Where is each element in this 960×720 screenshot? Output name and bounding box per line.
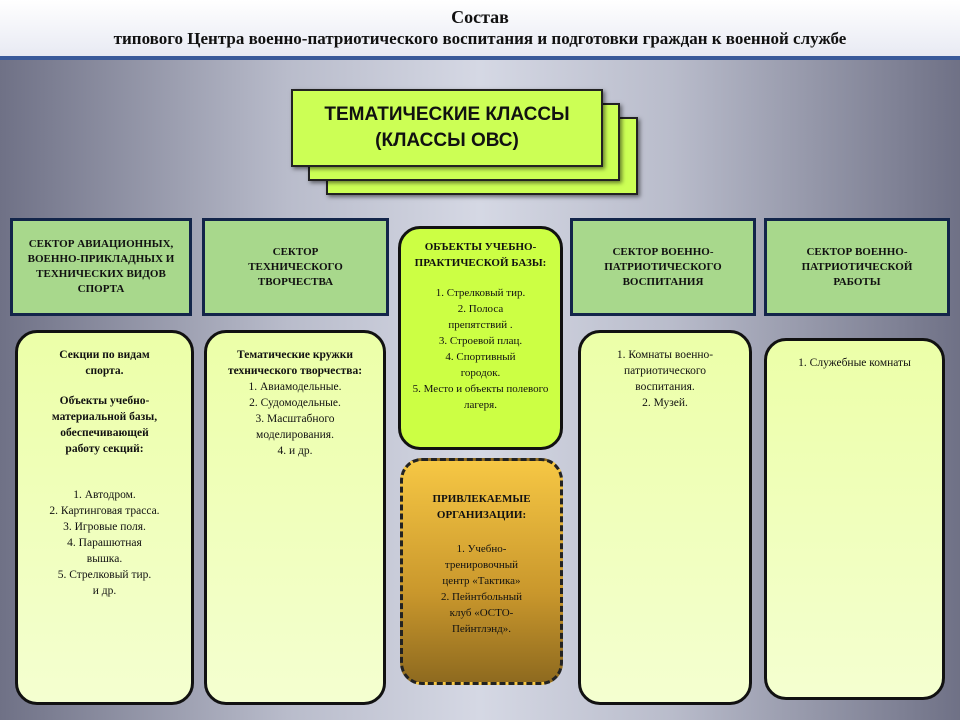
upbringing-content-box: 1. Комнаты военно-патриотического воспит…: [578, 330, 752, 705]
subtitle: типового Центра военно-патриотического в…: [113, 29, 847, 48]
list-item: 4. Спортивный городок.: [445, 351, 516, 379]
list-item: 5. Стрелковый тир.: [57, 569, 152, 581]
list-item: 1. Автодром.: [73, 489, 136, 501]
technical-content-box: Тематические кружки технического творчес…: [204, 330, 386, 705]
work-content-box: 1. Служебные комнаты: [764, 338, 945, 700]
sector-sports: СЕКТОР АВИАЦИОННЫХ, ВОЕННО-ПРИКЛАДНЫХ И …: [10, 218, 192, 316]
sector-title: СЕКТОР ТЕХНИЧЕСКОГО ТВОРЧЕСТВА: [248, 245, 343, 288]
box-text: Секции по видам спорта.: [59, 349, 150, 377]
organizations-box: ПРИВЛЕКАЕМЫЕ ОРГАНИЗАЦИИ: 1. Учебно-трен…: [400, 458, 563, 685]
box-heading: ОБЪЕКТЫ УЧЕБНО-ПРАКТИЧЕСКОЙ БАЗЫ:: [414, 241, 547, 269]
title: Состав: [451, 7, 509, 27]
list-item: 1. Служебные комнаты: [798, 357, 911, 369]
sector-upbringing: СЕКТОР ВОЕННО-ПАТРИОТИЧЕСКОГО ВОСПИТАНИЯ: [570, 218, 756, 316]
main-box: ТЕМАТИЧЕСКИЕ КЛАССЫ (КЛАССЫ ОВС): [291, 89, 603, 167]
list-item: 4. и др.: [277, 445, 313, 457]
list-item: 3. Строевой плац.: [438, 335, 523, 347]
list-item: 5. Место и объекты полевого лагеря.: [412, 383, 549, 411]
list-item: 3. Игровые поля.: [63, 521, 146, 533]
main-box-line1: ТЕМАТИЧЕСКИЕ КЛАССЫ: [324, 104, 570, 125]
sector-title: СЕКТОР ВОЕННО-ПАТРИОТИЧЕСКОГО ВОСПИТАНИЯ: [604, 245, 722, 288]
sector-title: СЕКТОР ВОЕННО-ПАТРИОТИЧЕСКОЙ РАБОТЫ: [801, 245, 913, 288]
header: Состав типового Центра военно-патриотиче…: [0, 0, 960, 60]
sector-title: СЕКТОР АВИАЦИОННЫХ, ВОЕННО-ПРИКЛАДНЫХ И …: [27, 238, 175, 295]
list-item: 2. Полоса препятствий .: [448, 303, 513, 331]
sector-work: СЕКТОР ВОЕННО-ПАТРИОТИЧЕСКОЙ РАБОТЫ: [764, 218, 950, 316]
sector-technical: СЕКТОР ТЕХНИЧЕСКОГО ТВОРЧЕСТВА: [202, 218, 389, 316]
list-item: 1. Авиамодельные.: [248, 381, 342, 393]
list-item: 1. Стрелковый тир.: [435, 287, 526, 299]
list-item: 3. Масштабного моделирования.: [255, 413, 335, 441]
box-heading: Тематические кружки технического творчес…: [227, 349, 363, 377]
list-item: 4. Парашютная вышка.: [67, 537, 142, 565]
list-item: и др.: [92, 585, 117, 597]
list-item: 2. Судомодельные.: [249, 397, 341, 409]
box-text: Объекты учебно-материальной базы, обеспе…: [51, 395, 158, 455]
list-item: 2. Пейнтбольный клуб «ОСТО-Пейнтлэнд».: [440, 591, 523, 635]
list-item: 2. Музей.: [642, 397, 688, 409]
box-heading: ПРИВЛЕКАЕМЫЕ ОРГАНИЗАЦИИ:: [432, 493, 531, 521]
sports-content-box: Секции по видам спорта. Объекты учебно-м…: [15, 330, 194, 705]
list-item: 2. Картинговая трасса.: [49, 505, 160, 517]
practical-base-box: ОБЪЕКТЫ УЧЕБНО-ПРАКТИЧЕСКОЙ БАЗЫ: 1. Стр…: [398, 226, 563, 450]
list-item: 1. Учебно-тренировочный центр «Тактика»: [442, 543, 521, 587]
main-box-line2: (КЛАССЫ ОВС): [375, 130, 519, 151]
list-item: 1. Комнаты военно-патриотического воспит…: [616, 349, 714, 393]
